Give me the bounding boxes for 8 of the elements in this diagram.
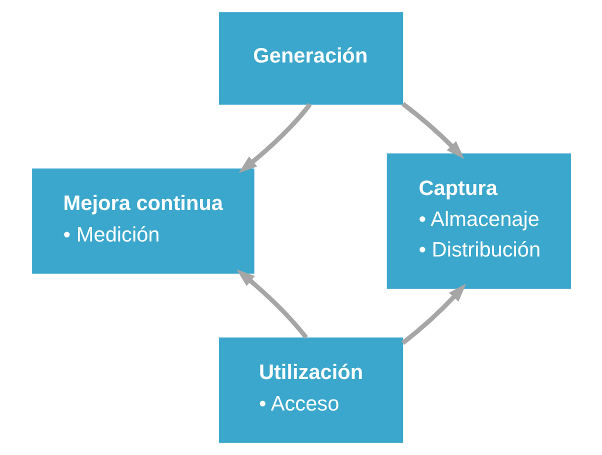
node-box: Utilización • Acceso — [218, 337, 403, 443]
node-box: Generación — [218, 12, 403, 105]
node-box: Captura • Almacenaje • Distribución — [386, 153, 570, 289]
arrow — [400, 284, 466, 345]
arrow — [401, 102, 464, 159]
arrow — [238, 102, 312, 174]
node-box: Mejora continua • Medición — [32, 168, 254, 274]
arrow — [236, 269, 308, 339]
